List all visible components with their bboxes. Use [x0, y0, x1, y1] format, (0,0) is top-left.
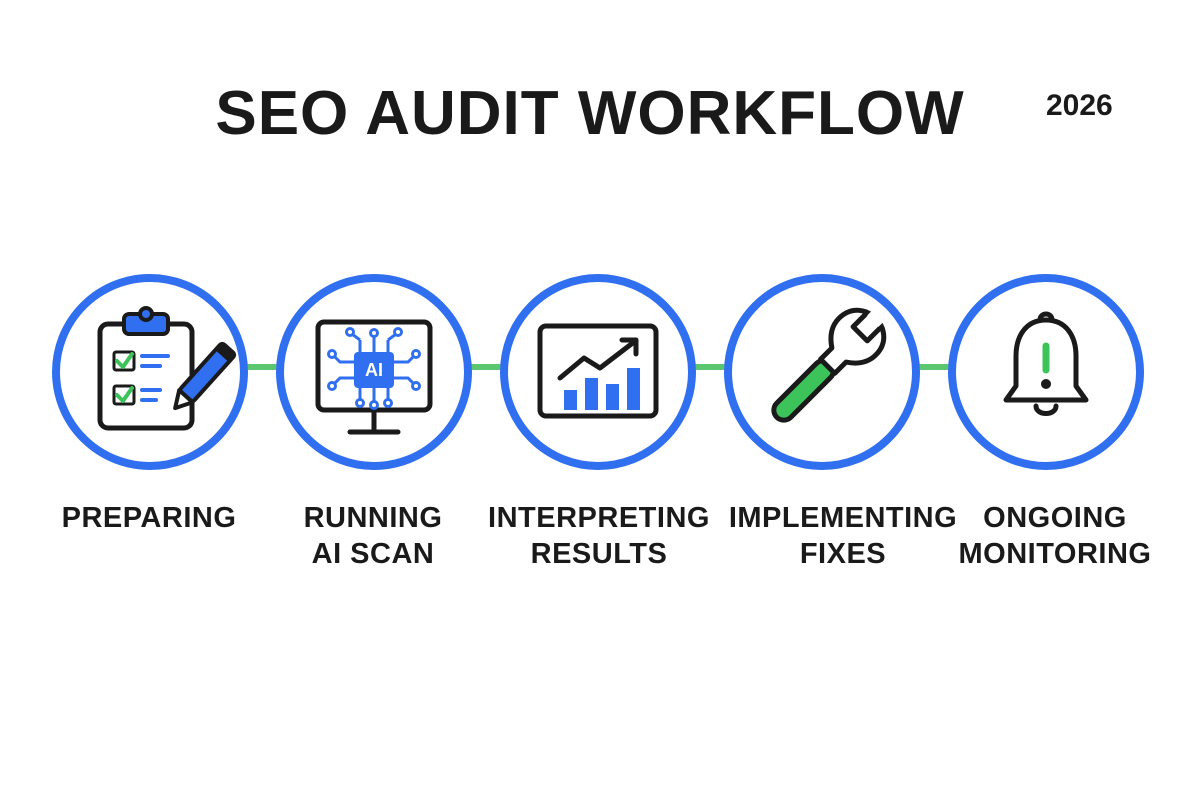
connector-3-4 — [690, 364, 726, 370]
step-ongoing-monitoring — [948, 274, 1144, 470]
connector-1-2 — [244, 364, 278, 370]
step-label-line: ONGOING — [983, 502, 1127, 534]
connector-2-3 — [466, 364, 502, 370]
step-label-line: IMPLEMENTING — [728, 502, 958, 534]
step-label-line: AI SCAN — [311, 538, 435, 570]
step-label-line: MONITORING — [958, 538, 1152, 570]
step-label-line: PREPARING — [61, 502, 237, 534]
step-label-preparing: PREPARING — [34, 500, 264, 536]
step-label-line: RUNNING — [303, 502, 443, 534]
step-interpreting-results — [500, 274, 696, 470]
step-label-implementing-fixes: IMPLEMENTING FIXES — [728, 500, 958, 572]
alert-bell-icon — [1003, 311, 1089, 416]
step-label-interpreting-results: INTERPRETING RESULTS — [484, 500, 714, 572]
connector-4-5 — [914, 364, 950, 370]
page-title: SEO AUDIT WORKFLOW — [215, 79, 965, 148]
step-label-ongoing-monitoring: ONGOING MONITORING — [940, 500, 1170, 572]
step-running-ai-scan: AI — [276, 274, 472, 470]
step-label-line: FIXES — [799, 538, 887, 570]
year-label: 2026 — [1046, 89, 1113, 122]
ai-chip-monitor-icon — [315, 319, 433, 435]
step-implementing-fixes — [724, 274, 920, 470]
clipboard-checklist-pen-icon — [97, 306, 237, 431]
wrench-icon — [771, 307, 887, 423]
step-label-line: INTERPRETING — [488, 502, 710, 534]
step-label-line: RESULTS — [530, 538, 668, 570]
trend-chart-icon — [537, 323, 659, 419]
step-label-running-ai-scan: RUNNING AI SCAN — [258, 500, 488, 572]
step-preparing — [52, 274, 248, 470]
ai-chip-text: AI — [365, 360, 383, 380]
